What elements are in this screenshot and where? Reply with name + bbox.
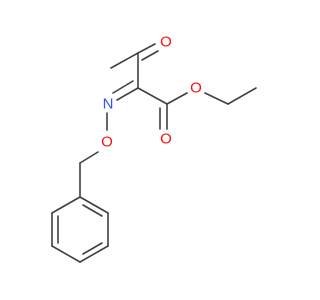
atom-label-layer: O N O O O (101, 34, 202, 151)
bond-methyl-ketone-carbon (110, 52, 139, 69)
bond-o-benzyl-ch2 (79, 151, 99, 164)
bond-ketone-double-a (137, 43, 156, 54)
atom-n-oxime: N (103, 96, 114, 113)
bond-ester-o-ch2 (204, 92, 229, 105)
benzene-ring (51, 196, 109, 263)
atom-o-oxime: O (101, 134, 113, 151)
bond-alpha-ester-carbon (137, 87, 168, 105)
bond-ester-carbon-ester-o (166, 92, 188, 105)
atom-o-ester-carbonyl: O (160, 131, 172, 148)
ring-inner-double-2 (82, 242, 103, 255)
molecule-diagram: O N O O O (51, 34, 257, 263)
ring-inner-double-1 (82, 204, 103, 217)
ring-bond-3 (79, 245, 109, 263)
bond-layer (79, 43, 257, 198)
ring-bond-1 (79, 196, 109, 214)
bond-imine-double-b (112, 80, 134, 94)
atom-o-ketone: O (160, 34, 172, 51)
bond-imine-double-a (116, 87, 139, 101)
atom-o-ester: O (190, 80, 202, 97)
bond-ethyl (227, 87, 257, 105)
ring-bond-6 (51, 196, 81, 214)
ring-bond-4 (51, 245, 81, 263)
bond-ketone-double-b (141, 50, 159, 61)
